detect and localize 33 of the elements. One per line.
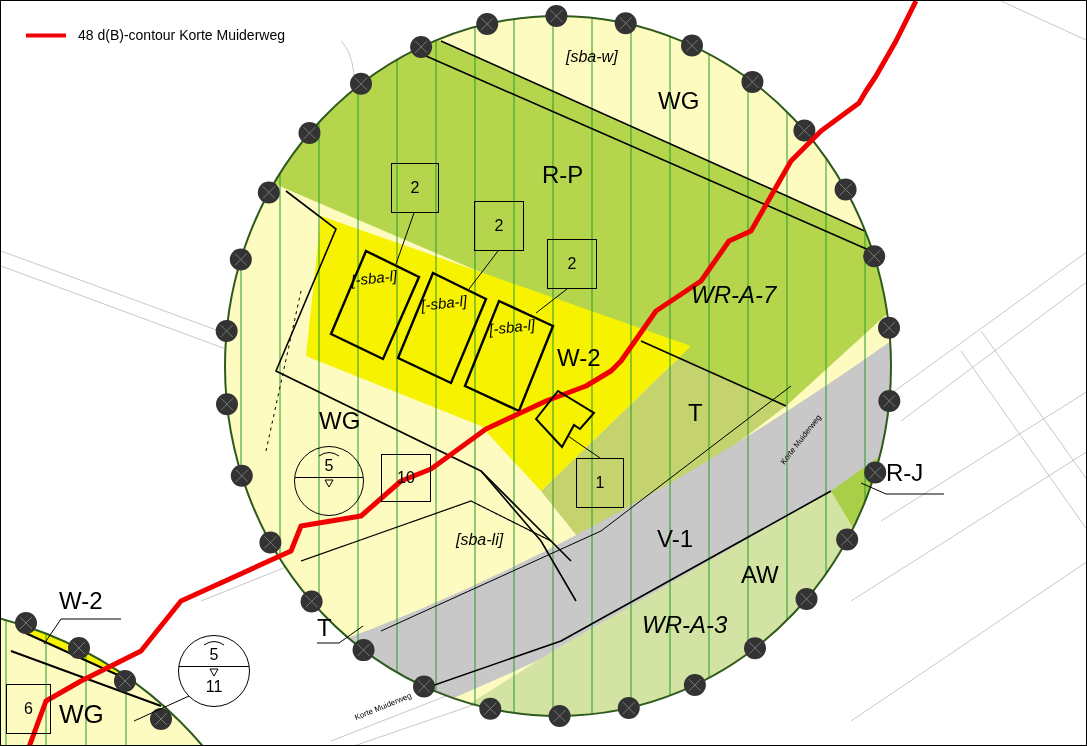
- leader-line: [535, 288, 568, 314]
- zone-number-box: 2: [547, 239, 597, 289]
- zone-code: WG: [658, 89, 700, 113]
- leader-line: [468, 250, 499, 290]
- zone-code: [sba-w]: [566, 49, 618, 65]
- leader-line: [43, 618, 122, 645]
- leader-line: [860, 482, 945, 495]
- zone-number-box: 1: [576, 458, 624, 508]
- leader-line: [133, 695, 190, 722]
- height-value: 5: [209, 646, 219, 664]
- leader-line: [567, 435, 601, 459]
- leader-line: [395, 212, 415, 265]
- zone-code: R-J: [886, 461, 944, 494]
- zone-code: AW: [741, 563, 779, 587]
- zone-number-box: 6: [6, 684, 51, 734]
- legend-text: 48 d(B)-contour Korte Muiderweg: [78, 26, 285, 45]
- zone-code: WR-A-3: [642, 613, 728, 637]
- leader-line: [316, 625, 364, 644]
- zone-code: R-P: [542, 163, 584, 187]
- zone-code: WG: [319, 409, 361, 433]
- zone-code: V-1: [657, 527, 694, 551]
- building-outline: [534, 389, 596, 449]
- zone-number-box: 2: [391, 163, 439, 213]
- height-value: 11: [205, 678, 223, 696]
- zone-code: W-2: [59, 589, 121, 619]
- zone-number-box: 2: [474, 201, 524, 251]
- zone-code: [sba-li]: [456, 532, 504, 548]
- zone-code: T: [688, 401, 703, 425]
- zone-code: WG: [59, 701, 104, 727]
- zone-code: WR-A-7: [691, 283, 777, 307]
- zone-code: W-2: [557, 346, 601, 370]
- zone-code: T: [317, 616, 341, 643]
- height-value: 5: [324, 457, 334, 475]
